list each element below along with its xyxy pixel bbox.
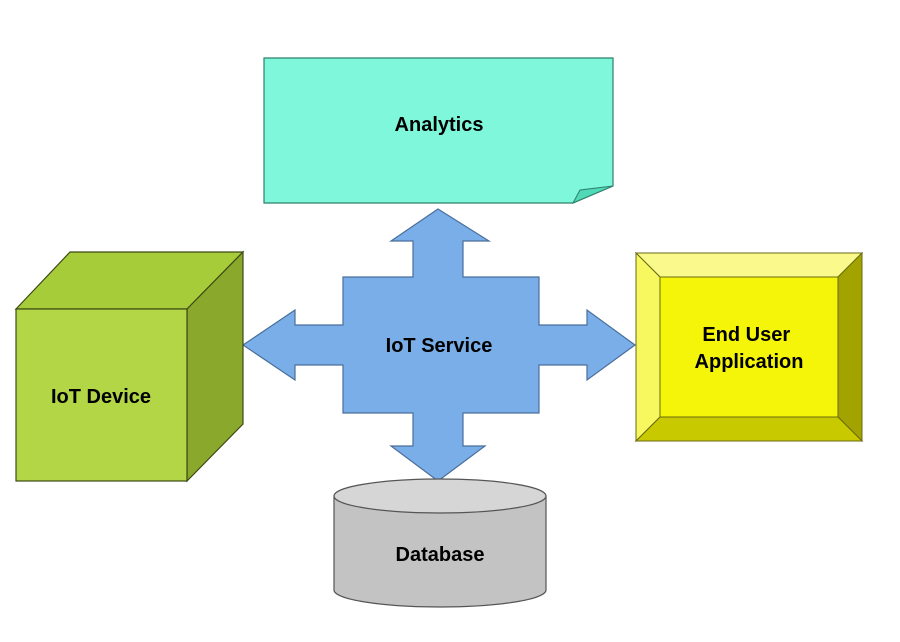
analytics-label: Analytics bbox=[395, 114, 484, 136]
end-user-label-line1: End User bbox=[702, 324, 790, 346]
database-node: Database bbox=[333, 478, 547, 608]
analytics-folded-corner bbox=[571, 185, 614, 205]
iot-device-label: IoT Device bbox=[51, 386, 151, 408]
iot-device-cube-front bbox=[15, 308, 188, 482]
end-user-bevel-top bbox=[634, 252, 864, 278]
end-user-bevel-bottom bbox=[634, 416, 864, 442]
database-label: Database bbox=[396, 544, 485, 566]
analytics-node: Analytics bbox=[263, 57, 614, 205]
iot-service-node: IoT Service bbox=[241, 208, 637, 482]
end-user-bevel-left bbox=[635, 251, 661, 443]
database-cylinder-top bbox=[333, 478, 547, 514]
iot-device-node: IoT Device bbox=[14, 250, 245, 483]
database-cylinder-body bbox=[333, 496, 547, 608]
end-user-application-label: End User Application bbox=[695, 324, 804, 373]
iot-service-label: IoT Service bbox=[386, 335, 493, 357]
end-user-bevel-face bbox=[659, 276, 839, 418]
end-user-label-line2: Application bbox=[695, 351, 804, 373]
end-user-application-node: End User Application bbox=[634, 251, 864, 443]
end-user-bevel-right bbox=[837, 251, 863, 443]
